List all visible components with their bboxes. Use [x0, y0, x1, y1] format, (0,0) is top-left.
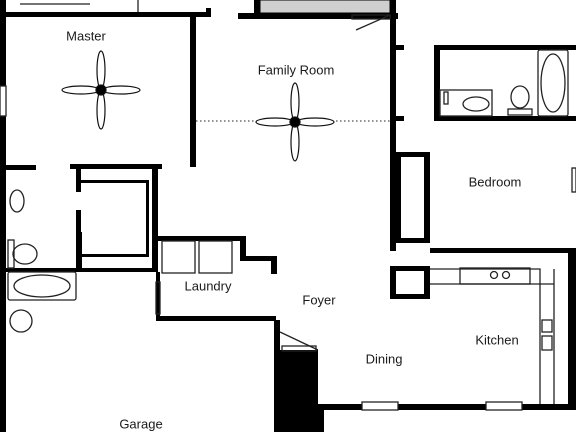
label-family-room: Family Room [257, 62, 335, 78]
fixtures [0, 0, 576, 411]
label-garage: Garage [119, 416, 163, 432]
gray-area [259, 0, 391, 14]
ceiling-fan-master [61, 50, 141, 130]
label-dining: Dining [365, 351, 403, 367]
ceiling-fan-family-room [255, 82, 335, 162]
label-foyer: Foyer [302, 292, 336, 308]
label-laundry: Laundry [184, 278, 232, 294]
label-master: Master [66, 28, 106, 44]
label-bedroom: Bedroom [468, 174, 522, 190]
label-kitchen: Kitchen [475, 332, 519, 348]
